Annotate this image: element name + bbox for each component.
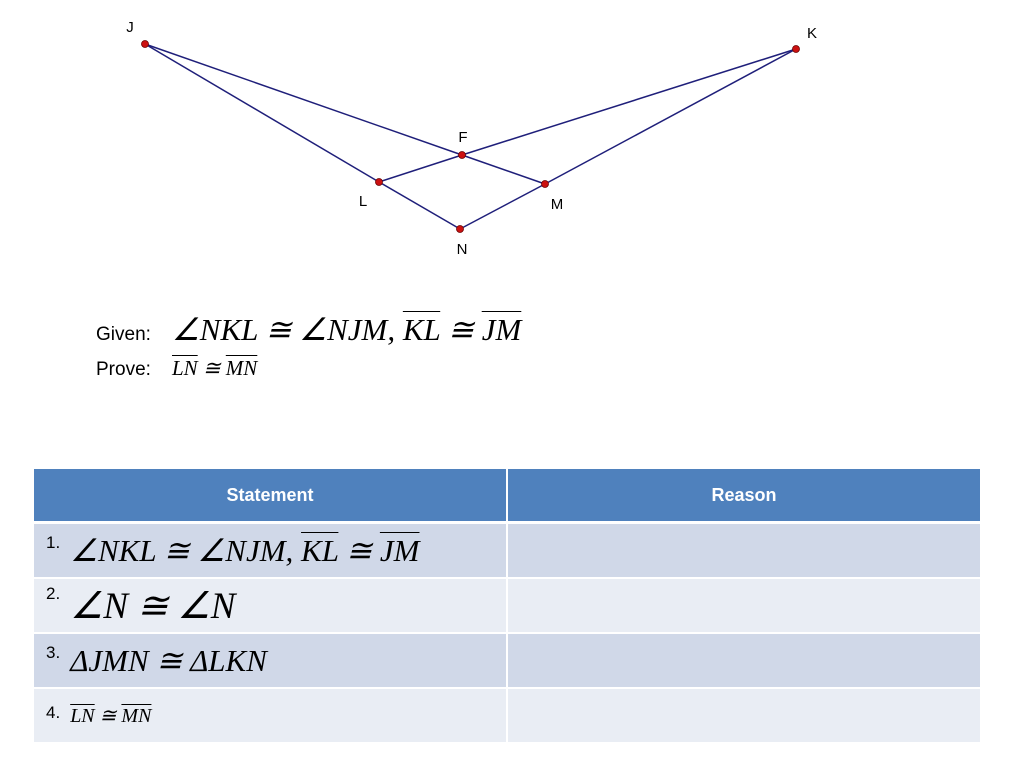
given-line: Given: ∠NKL ≅ ∠NJM, KL ≅ JM	[96, 312, 521, 348]
point-label-l: L	[359, 193, 367, 210]
reason-cell[interactable]	[507, 633, 980, 689]
reason-cell[interactable]	[507, 522, 980, 579]
statement-text: ∠N ≅ ∠N	[70, 585, 236, 627]
reason-header: Reason	[507, 469, 980, 524]
statement-text: ΔJMN ≅ ΔLKN	[70, 642, 267, 678]
statement-cell: 2. ∠N ≅ ∠N	[34, 578, 508, 634]
segment-lf	[378, 154, 463, 183]
prove-segment-mn: MN	[225, 356, 258, 380]
point-label-m: M	[551, 196, 564, 213]
table-row: 3. ΔJMN ≅ ΔLKN	[34, 633, 980, 689]
figure-labels: J K F L M N	[126, 19, 817, 258]
step-number: 1.	[46, 532, 61, 552]
statement-cell: 4. LN ≅ MN	[34, 688, 508, 744]
reason-cell[interactable]	[507, 688, 980, 744]
step-number: 4.	[46, 703, 61, 722]
point-label-j: J	[126, 19, 134, 36]
step-number: 2.	[46, 583, 61, 603]
segment-mn	[459, 183, 546, 230]
segment-ln	[378, 181, 461, 230]
geometry-figure: J K F L M N	[126, 19, 817, 258]
table-row: 2. ∠N ≅ ∠N	[34, 578, 980, 634]
point-label-k: K	[807, 25, 817, 42]
prove-label: Prove:	[96, 359, 151, 380]
point-j	[141, 40, 149, 48]
statement-text: LN ≅ MN	[70, 705, 152, 727]
point-l	[375, 178, 383, 186]
point-m	[541, 180, 549, 188]
point-label-n: N	[457, 241, 468, 258]
given-angles: ∠NKL ≅ ∠NJM	[172, 312, 388, 347]
segment-km	[544, 48, 797, 185]
figure-points	[141, 40, 800, 233]
segment-jf	[144, 43, 463, 156]
point-n	[456, 225, 464, 233]
table-row: 1. ∠NKL ≅ ∠NJM, KL ≅ JM	[34, 522, 980, 579]
prove-line: Prove: LN ≅ MN	[96, 356, 257, 381]
segment-fm	[461, 154, 546, 185]
segment-kf	[461, 48, 797, 156]
given-expression: ∠NKL ≅ ∠NJM, KL ≅ JM	[172, 312, 522, 347]
given-segment-jm: JM	[481, 312, 522, 347]
table-row: 4. LN ≅ MN	[34, 688, 980, 744]
statement-cell: 3. ΔJMN ≅ ΔLKN	[34, 633, 508, 689]
proof-table: Statement Reason 1.∠NKL ≅ ∠NJM, KL ≅ JM …	[34, 469, 980, 744]
prove-expression: LN ≅ MN	[172, 356, 258, 380]
segment-jl	[144, 43, 380, 183]
point-f	[458, 151, 466, 159]
point-k	[792, 45, 800, 53]
reason-cell[interactable]	[507, 578, 980, 634]
statement-text: ∠NKL ≅ ∠NJM, KL ≅ JM	[70, 532, 420, 568]
figure-segments	[144, 43, 797, 230]
statement-header: Statement	[34, 469, 508, 524]
given-label: Given:	[96, 324, 151, 345]
table-header-row: Statement Reason	[34, 469, 980, 524]
prove-segment-ln: LN	[172, 356, 198, 380]
statement-cell: 1. ∠NKL ≅ ∠NJM, KL ≅ JM	[34, 522, 508, 579]
step-number: 3.	[46, 642, 61, 662]
given-segment-kl: KL	[402, 312, 441, 347]
point-label-f: F	[458, 129, 467, 146]
